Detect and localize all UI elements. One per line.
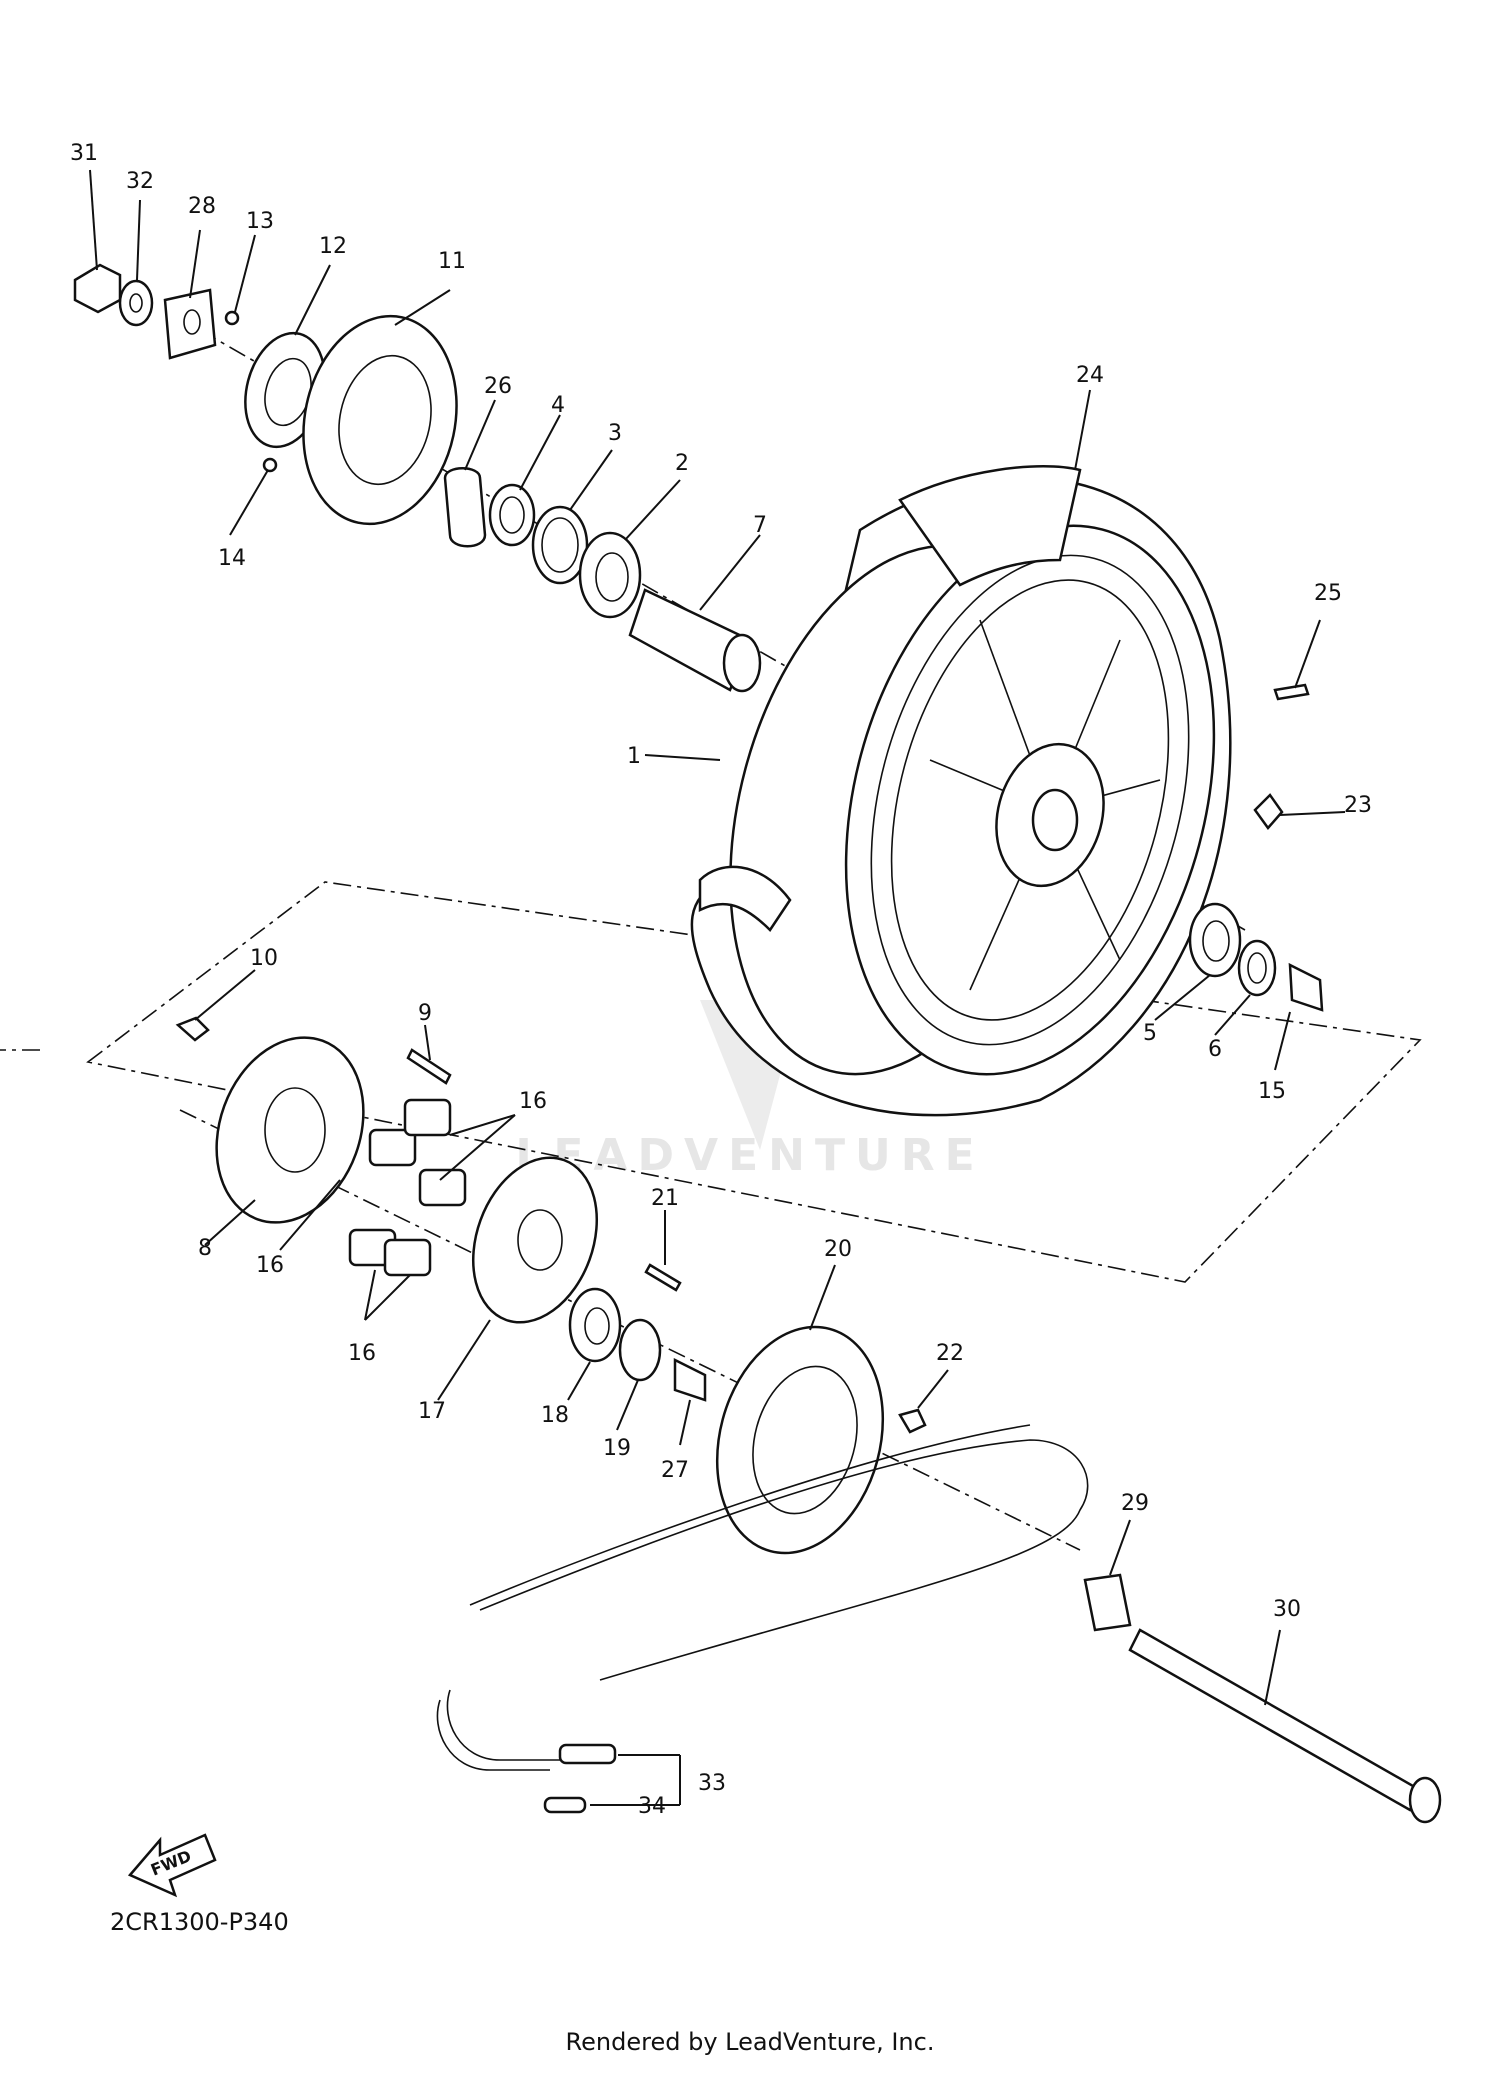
bolt-13 xyxy=(224,310,240,326)
puller-29 xyxy=(1083,1573,1132,1632)
callout-32: 32 xyxy=(126,169,154,194)
callout-3: 3 xyxy=(608,421,622,446)
callout-16-b: 16 xyxy=(256,1253,284,1278)
callout-21: 21 xyxy=(651,1186,679,1211)
callout-4: 4 xyxy=(551,393,565,418)
callout-8: 8 xyxy=(198,1236,212,1261)
sprocket-20 xyxy=(715,1325,885,1555)
callout-16-a: 16 xyxy=(519,1089,547,1114)
callout-15: 15 xyxy=(1258,1079,1286,1104)
collar-26 xyxy=(443,467,487,548)
dampers-16 xyxy=(348,1098,467,1277)
seal-4 xyxy=(488,483,536,547)
leader-lines xyxy=(89,169,1346,1806)
bearing-18 xyxy=(568,1287,622,1363)
puller-28 xyxy=(163,288,217,360)
watermark-text: LEADVENTURE xyxy=(515,1130,984,1181)
right-hub-parts xyxy=(1188,902,1324,1012)
callout-1: 1 xyxy=(627,744,641,769)
collar-7 xyxy=(628,588,752,692)
stud-21 xyxy=(644,1263,682,1292)
assembly-boundary xyxy=(86,881,1422,1283)
callout-10: 10 xyxy=(250,946,278,971)
callout-34: 34 xyxy=(638,1794,666,1819)
nut-31 xyxy=(73,263,122,314)
callout-5: 5 xyxy=(1143,1021,1157,1046)
callout-12: 12 xyxy=(319,234,347,259)
callout-27: 27 xyxy=(661,1458,689,1483)
callout-25: 25 xyxy=(1314,581,1342,606)
flange-17 xyxy=(471,1156,599,1324)
callout-18: 18 xyxy=(541,1403,569,1428)
callout-2: 2 xyxy=(675,451,689,476)
sprocket-side-parts xyxy=(73,263,458,526)
fwd-arrow: FWD xyxy=(127,1833,217,1898)
callout-23: 23 xyxy=(1344,793,1372,818)
washer-32 xyxy=(118,279,154,327)
callouts: 31 32 28 13 12 11 14 26 4 3 2 7 1 24 25 … xyxy=(70,141,1372,1819)
callout-19: 19 xyxy=(603,1436,631,1461)
callout-30: 30 xyxy=(1273,1597,1301,1622)
clutch-hub-parts xyxy=(175,1016,927,1555)
callout-17: 17 xyxy=(418,1399,446,1424)
callout-13: 13 xyxy=(246,209,274,234)
seal-19 xyxy=(618,1318,662,1382)
callout-6: 6 xyxy=(1208,1037,1222,1062)
callout-7: 7 xyxy=(753,513,767,538)
callout-29: 29 xyxy=(1121,1491,1149,1516)
callout-22: 22 xyxy=(936,1341,964,1366)
callout-14: 14 xyxy=(218,546,246,571)
callout-31: 31 xyxy=(70,141,98,166)
bolt-14 xyxy=(262,457,278,473)
axle-30 xyxy=(1128,1628,1422,1812)
diagram-code: 2CR1300-P340 xyxy=(110,1908,289,1936)
callout-11: 11 xyxy=(438,249,466,274)
hub-spacer-parts xyxy=(443,467,762,693)
callout-20: 20 xyxy=(824,1237,852,1262)
clutch-hub-8 xyxy=(215,1036,365,1224)
collar-15 xyxy=(1288,962,1324,1012)
seal-6 xyxy=(1237,939,1277,997)
nut-22 xyxy=(898,1408,927,1434)
chain-links xyxy=(436,1689,560,1771)
bolt-9 xyxy=(406,1048,452,1085)
chain-and-axle xyxy=(436,1424,1442,1824)
rear-wheel-assembly xyxy=(690,465,1310,1117)
callout-33: 33 xyxy=(698,1771,726,1796)
collar-27 xyxy=(673,1357,707,1402)
callout-16-c: 16 xyxy=(348,1341,376,1366)
joint-33 xyxy=(558,1743,617,1765)
clip-34 xyxy=(543,1796,587,1814)
callout-28: 28 xyxy=(188,194,216,219)
bearing-2 xyxy=(578,531,642,619)
clip-10 xyxy=(175,1016,210,1042)
footer-credit: Rendered by LeadVenture, Inc. xyxy=(566,2028,935,2056)
callout-26: 26 xyxy=(484,374,512,399)
callout-9: 9 xyxy=(418,1001,432,1026)
callout-24: 24 xyxy=(1076,363,1104,388)
bearing-5 xyxy=(1188,902,1242,978)
